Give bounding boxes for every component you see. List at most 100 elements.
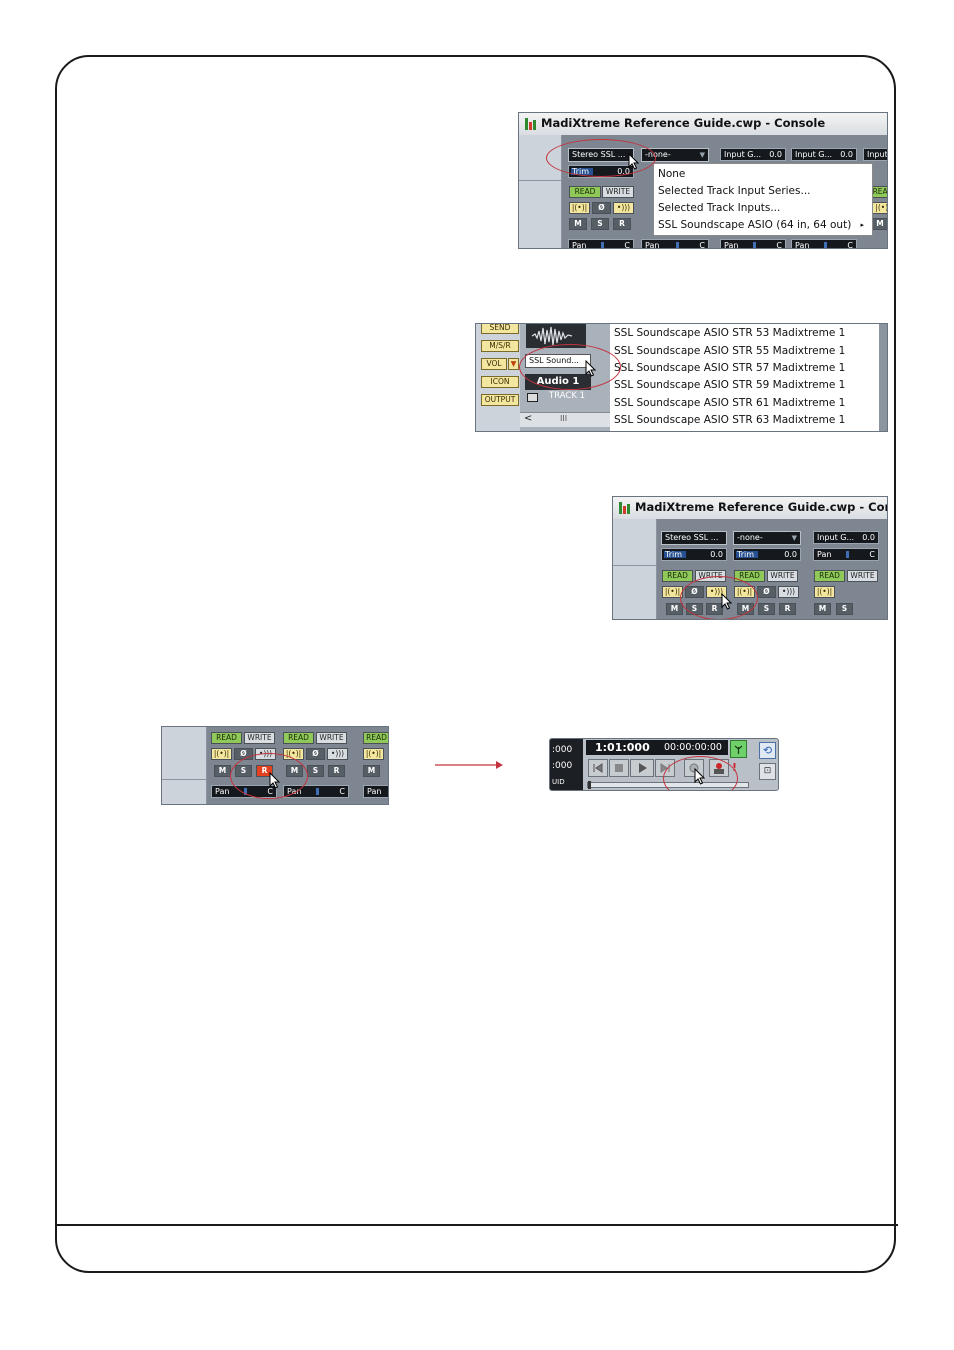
track-header-column bbox=[162, 727, 207, 804]
pan-control-3[interactable]: Pan bbox=[363, 785, 388, 798]
position-slider-thumb[interactable] bbox=[588, 781, 591, 789]
vol-button[interactable]: VOL bbox=[481, 358, 507, 370]
rewind-to-start-button[interactable] bbox=[588, 759, 608, 777]
console-screenshot-monitor: MadiXtreme Reference Guide.cwp - Console… bbox=[612, 496, 888, 620]
mute-button-3[interactable]: M bbox=[814, 603, 831, 615]
loop-icon[interactable]: ⟲ bbox=[759, 742, 776, 759]
input-gain-3[interactable]: Input bbox=[863, 148, 887, 161]
console-strip-record-arm: READ WRITE READ WRITE READ |(•)| Ø •))) … bbox=[161, 726, 389, 805]
submenu-arrow-icon: ▸ bbox=[860, 221, 864, 229]
scroll-thumb-grip-icon[interactable]: III bbox=[560, 414, 568, 423]
list-item[interactable]: SSL Soundscape ASIO STR 61 Madixtreme 1 bbox=[614, 397, 846, 409]
track-label: TRACK 1 bbox=[549, 391, 586, 401]
list-item[interactable]: SSL Soundscape ASIO STR 53 Madixtreme 1 bbox=[614, 327, 846, 339]
input-echo-button[interactable]: |(•)| bbox=[211, 748, 232, 760]
record-mode-icon[interactable]: ! bbox=[732, 761, 738, 774]
menu-item-ssl-soundscape-asio[interactable]: SSL Soundscape ASIO (64 in, 64 out)▸ bbox=[654, 217, 872, 234]
phase-button-2[interactable]: Ø bbox=[306, 748, 325, 760]
mouse-cursor-icon bbox=[721, 593, 732, 610]
list-item[interactable]: SSL Soundscape ASIO STR 57 Madixtreme 1 bbox=[614, 362, 846, 374]
solo-button[interactable]: S bbox=[591, 218, 609, 230]
tempo-metronome-icon[interactable] bbox=[730, 740, 747, 758]
list-item[interactable]: SSL Soundscape ASIO STR 59 Madixtreme 1 bbox=[614, 379, 846, 391]
list-item[interactable]: SSL Soundscape ASIO STR 63 Madixtreme 1 bbox=[614, 414, 846, 426]
list-item[interactable]: SSL Soundscape ASIO STR 55 Madixtreme 1 bbox=[614, 345, 846, 357]
mute-button[interactable]: M bbox=[214, 765, 231, 777]
read-button[interactable]: READ bbox=[569, 186, 601, 198]
write-button-2[interactable]: WRITE bbox=[316, 732, 347, 744]
write-button-3[interactable]: WRITE bbox=[847, 570, 878, 582]
menu-item-selected-track-inputs[interactable]: Selected Track Inputs... bbox=[658, 202, 781, 214]
read-button-3[interactable]: READ bbox=[363, 732, 388, 744]
input-gain[interactable]: Input G...0.0 bbox=[813, 531, 879, 544]
time-display: 1:01:000 00:00:00:00 bbox=[586, 740, 728, 755]
input-echo-button[interactable]: |(•)| bbox=[662, 586, 683, 598]
read-button-2[interactable]: READ bbox=[734, 570, 765, 582]
solo-button-2[interactable]: S bbox=[758, 603, 775, 615]
solo-button-2[interactable]: S bbox=[307, 765, 324, 777]
highlight-ellipse bbox=[546, 139, 656, 177]
read-button-right[interactable]: READ bbox=[871, 186, 887, 198]
output-button[interactable]: OUTPUT bbox=[481, 394, 519, 406]
stop-button[interactable] bbox=[609, 759, 629, 777]
monitor-button-2[interactable]: •))) bbox=[778, 586, 799, 598]
phase-button[interactable]: Ø bbox=[592, 202, 611, 214]
track-type-icon bbox=[527, 393, 538, 402]
output-dropdown[interactable]: -none-▼ bbox=[641, 148, 709, 162]
read-button-3[interactable]: READ bbox=[814, 570, 845, 582]
input-dropdown[interactable]: Stereo SSL ... bbox=[661, 531, 727, 545]
track-input-list-screenshot: SEND M/S/R VOL ▼ ICON OUTPUT SSL Sound..… bbox=[475, 323, 888, 432]
vol-dropdown-arrow[interactable]: ▼ bbox=[508, 358, 519, 370]
track-header-column bbox=[613, 519, 657, 619]
input-dropdown-menu: None Selected Track Input Series... Sele… bbox=[653, 163, 873, 236]
input-echo-button-3[interactable]: |(•)| bbox=[814, 586, 835, 598]
record-arm-button-2[interactable]: R bbox=[779, 603, 796, 615]
mute-button-right[interactable]: M bbox=[871, 218, 887, 230]
mute-button-3[interactable]: M bbox=[363, 765, 380, 777]
list-right-edge bbox=[879, 324, 887, 431]
app-icon bbox=[619, 502, 631, 514]
read-button-2[interactable]: READ bbox=[283, 732, 314, 744]
monitor-button[interactable]: •))) bbox=[613, 202, 634, 214]
monitor-button-2[interactable]: •))) bbox=[327, 748, 348, 760]
icon-button[interactable]: ICON bbox=[481, 376, 519, 388]
send-button[interactable]: SEND bbox=[481, 324, 519, 334]
menu-item-selected-track-input-series[interactable]: Selected Track Input Series... bbox=[658, 185, 811, 197]
horizontal-scrollbar[interactable]: < III bbox=[520, 412, 610, 427]
input-echo-button[interactable]: |(•)| bbox=[569, 202, 590, 214]
write-button[interactable]: WRITE bbox=[244, 732, 275, 744]
chevron-down-icon: ▼ bbox=[791, 534, 797, 542]
write-button[interactable]: WRITE bbox=[602, 186, 634, 198]
transport-left-readout: :000 :000 UID bbox=[550, 739, 583, 790]
highlight-ellipse bbox=[230, 753, 308, 799]
read-button[interactable]: READ bbox=[211, 732, 242, 744]
punch-icon[interactable]: ⊡ bbox=[759, 763, 776, 780]
input-gain-2[interactable]: Input G...0.0 bbox=[791, 148, 857, 161]
input-echo-button-right[interactable]: |(•)| bbox=[871, 202, 887, 214]
play-button[interactable] bbox=[630, 759, 654, 777]
input-gain-1[interactable]: Input G...0.0 bbox=[720, 148, 786, 161]
mute-button[interactable]: M bbox=[666, 603, 683, 615]
mute-button[interactable]: M bbox=[569, 218, 587, 230]
scroll-left-icon[interactable]: < bbox=[524, 413, 533, 424]
phase-button-2[interactable]: Ø bbox=[757, 586, 776, 598]
menu-item-none[interactable]: None bbox=[658, 168, 686, 180]
input-dropdown-2[interactable]: -none-▼ bbox=[733, 531, 801, 545]
window-title: MadiXtreme Reference Guide.cwp - Console bbox=[541, 116, 826, 130]
read-button[interactable]: READ bbox=[662, 570, 693, 582]
solo-button-3[interactable]: S bbox=[836, 603, 853, 615]
console-screenshot-input-menu: MadiXtreme Reference Guide.cwp - Console… bbox=[518, 112, 888, 249]
record-arm-button[interactable]: R bbox=[613, 218, 631, 230]
write-button-2[interactable]: WRITE bbox=[767, 570, 798, 582]
input-echo-button-3[interactable]: |(•)| bbox=[363, 748, 384, 760]
arrow-right-icon bbox=[435, 761, 503, 769]
record-arm-button-2[interactable]: R bbox=[328, 765, 345, 777]
msr-button[interactable]: M/S/R bbox=[481, 340, 519, 352]
